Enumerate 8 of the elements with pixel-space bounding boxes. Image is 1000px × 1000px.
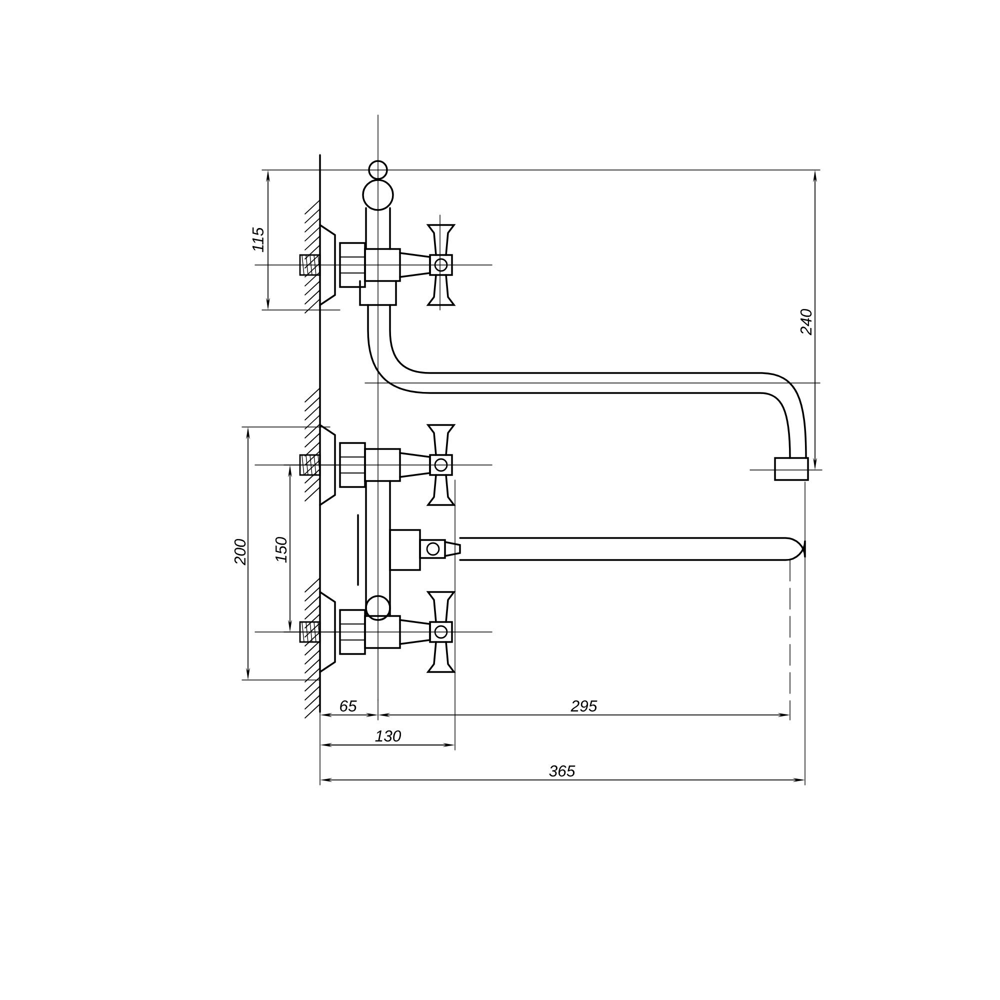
dimension-label: 365 bbox=[549, 765, 576, 777]
dimension-label: 115 bbox=[252, 227, 264, 252]
dimension-label: 130 bbox=[375, 730, 402, 742]
dimension-label: 150 bbox=[275, 536, 287, 563]
dimension-label: 65 bbox=[340, 700, 357, 712]
dimension-label: 200 bbox=[234, 538, 246, 566]
dimension-label: 295 bbox=[570, 700, 598, 712]
dimension-label: 240 bbox=[800, 308, 812, 336]
